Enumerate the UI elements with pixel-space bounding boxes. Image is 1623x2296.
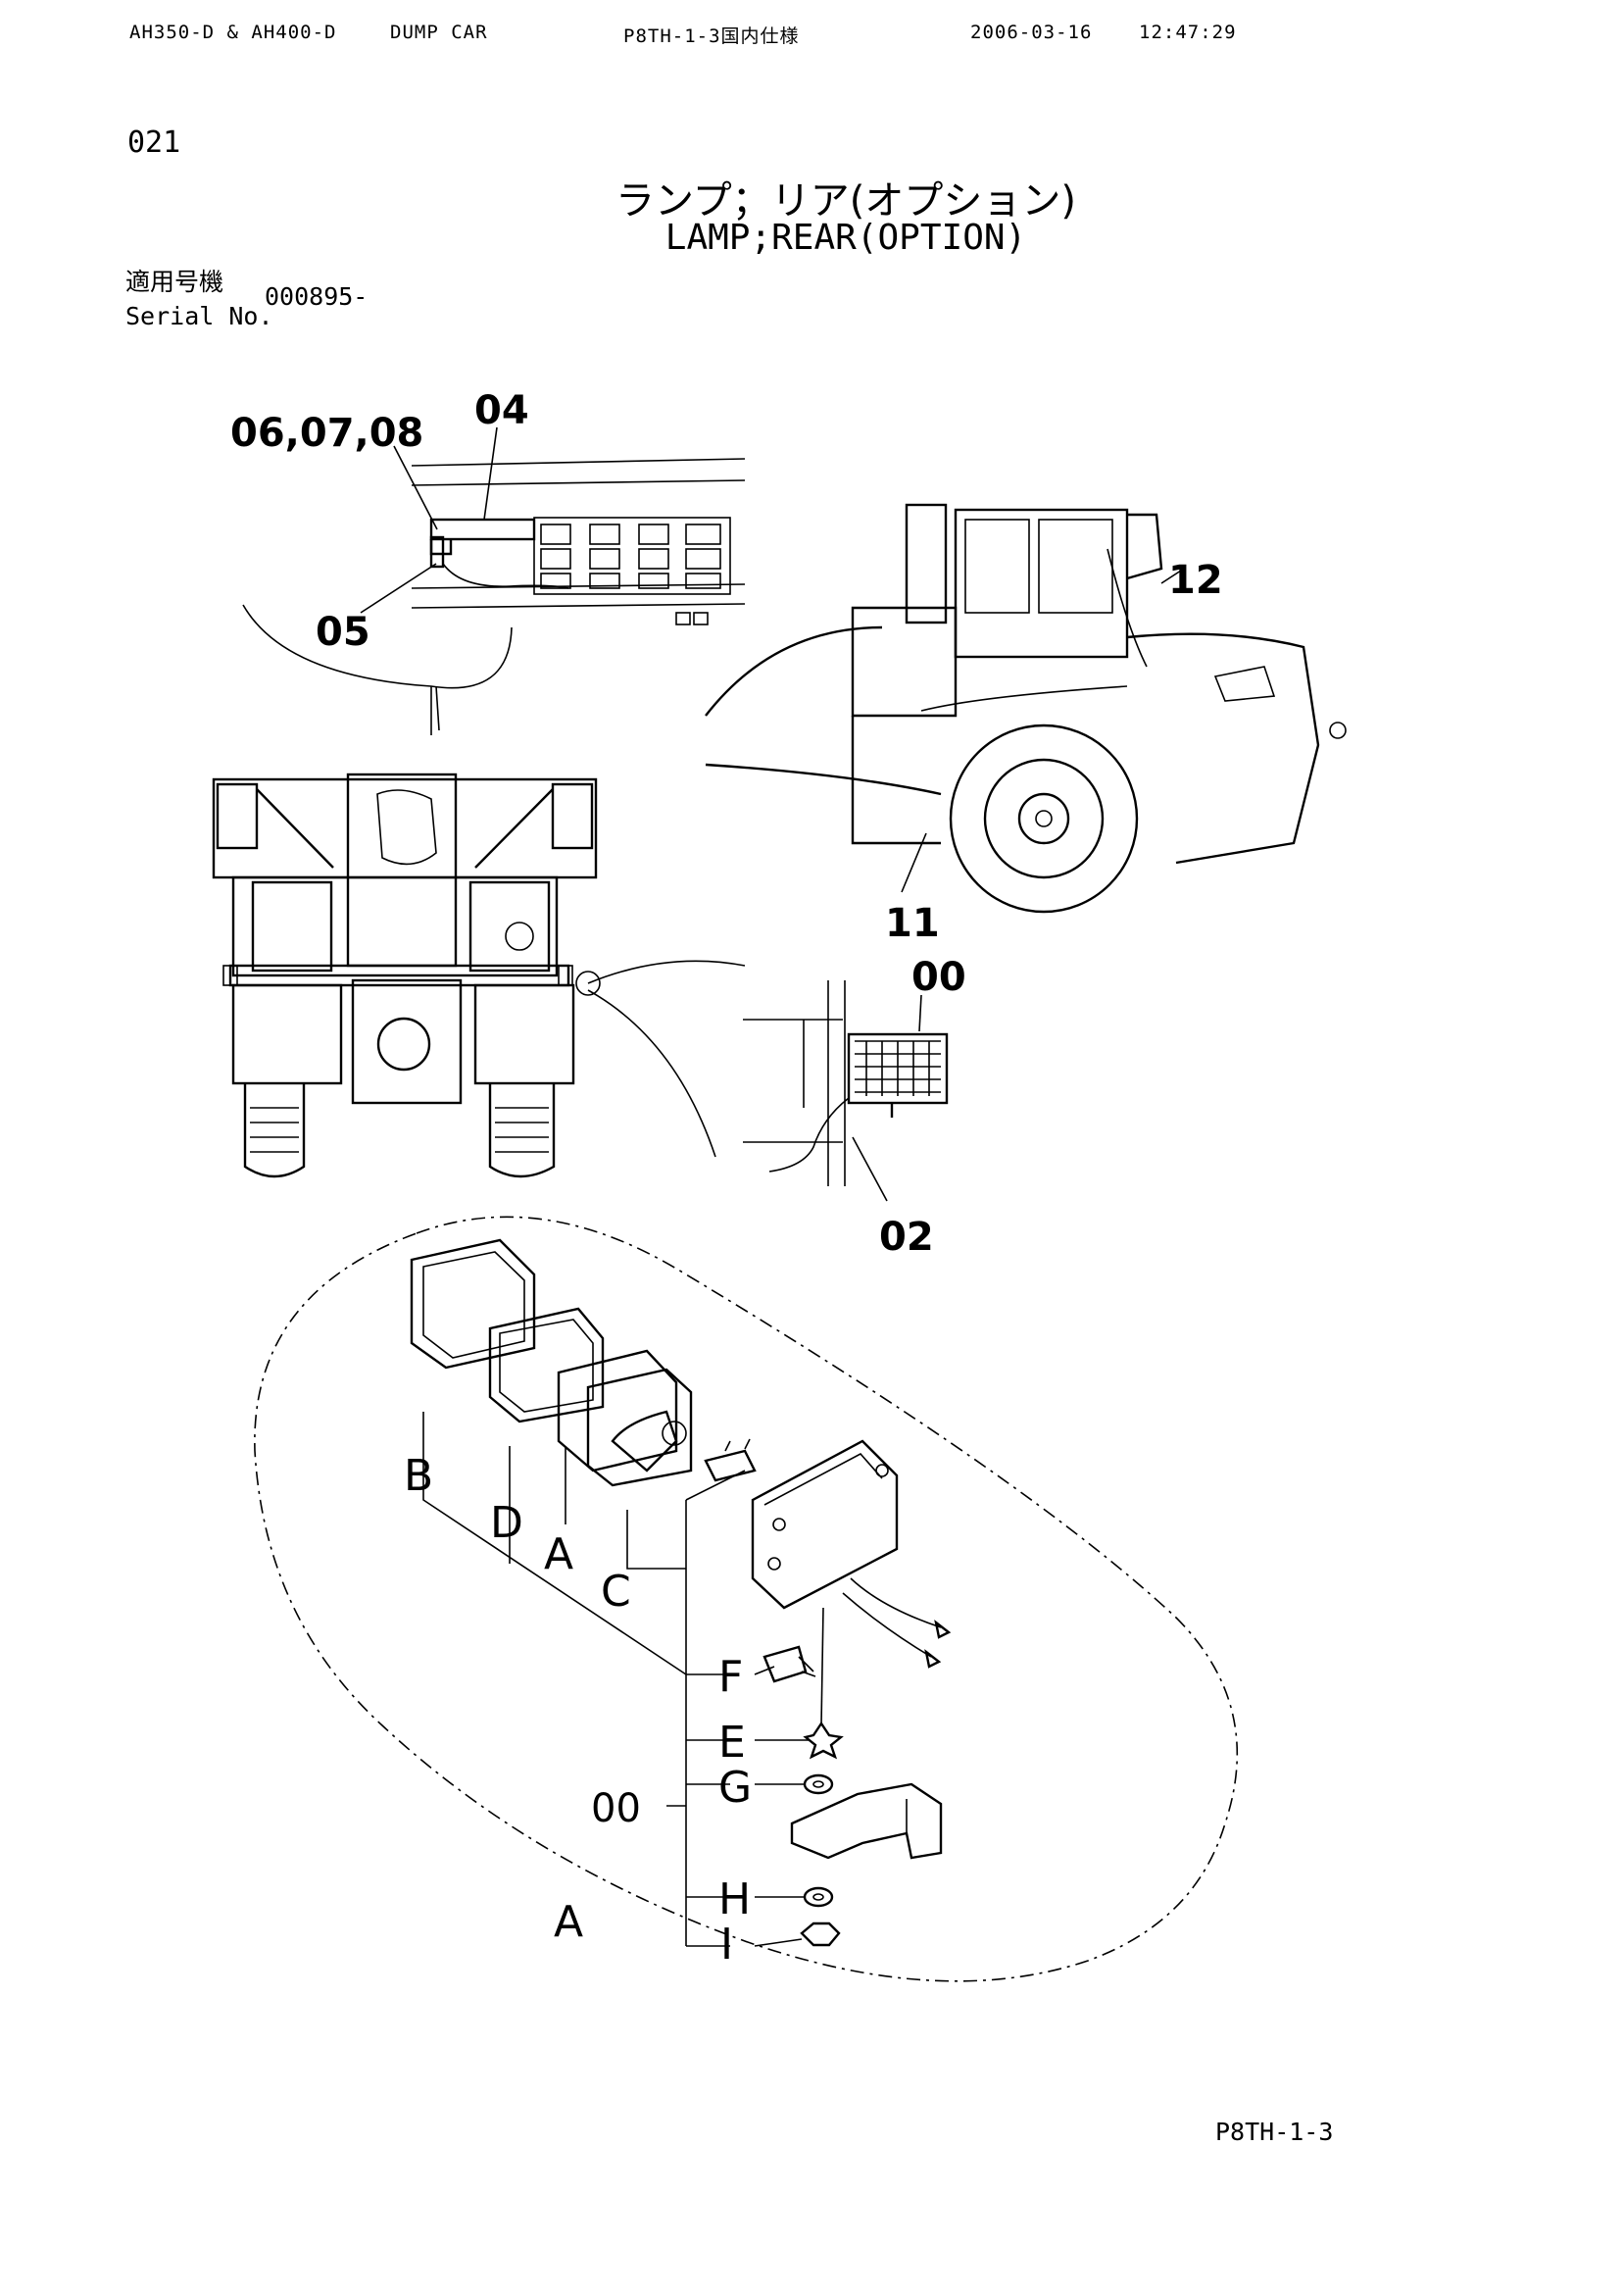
callout-00-assembly: 00 <box>591 1786 641 1831</box>
callout-06-07-08: 06,07,08 <box>230 411 423 456</box>
header-product: DUMP CAR <box>390 22 488 43</box>
serial-label-english: Serial No. <box>125 302 273 330</box>
part-letter-b: B <box>404 1451 433 1501</box>
part-letter-i: I <box>720 1920 733 1970</box>
lamp-mount-detail <box>743 980 949 1202</box>
header-doc-code: P8TH-1-3国内仕様 <box>623 25 800 47</box>
rear-view-machine <box>212 773 746 1178</box>
side-view-machine <box>705 503 1347 914</box>
callout-04: 04 <box>474 388 529 433</box>
part-letter-a-bottom: A <box>554 1897 583 1947</box>
exploded-lamp-assembly <box>254 1216 1239 1982</box>
part-letter-e: E <box>718 1718 746 1768</box>
inset-lamp-mount-detail <box>242 426 746 735</box>
callout-02: 02 <box>879 1215 934 1260</box>
footer-code: P8TH-1-3 <box>1215 2118 1334 2146</box>
callout-12: 12 <box>1168 558 1223 603</box>
part-letter-a-top: A <box>544 1529 573 1579</box>
part-letter-h: H <box>718 1874 751 1924</box>
callout-11: 11 <box>885 901 940 946</box>
header-model: AH350-D & AH400-D <box>129 22 337 43</box>
page-title-japanese: ランプ；リア(オプション) <box>615 178 1076 224</box>
callout-00-lamp: 00 <box>911 955 966 1000</box>
callout-05: 05 <box>316 610 370 655</box>
page-title-english: LAMP;REAR(OPTION) <box>664 218 1027 258</box>
page-number: 021 <box>127 125 181 160</box>
serial-label-japanese: 適用号機 <box>125 268 224 296</box>
inset-grille <box>533 517 731 595</box>
part-letter-f: F <box>718 1652 743 1702</box>
part-letter-g: G <box>718 1763 752 1813</box>
part-letter-d: D <box>490 1498 523 1548</box>
serial-value: 000895- <box>265 282 369 311</box>
header-time: 12:47:29 <box>1139 22 1237 43</box>
header-date: 2006-03-16 <box>970 22 1093 43</box>
part-letter-c: C <box>601 1567 631 1617</box>
